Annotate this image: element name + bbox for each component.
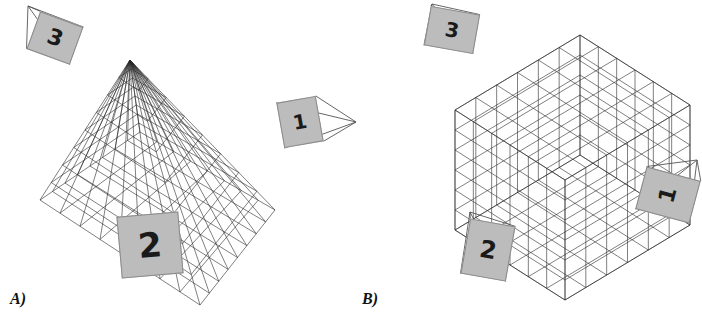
panel-label: B) [362,290,378,308]
wire-line [165,135,203,183]
wire-line [191,191,257,274]
wire-line [455,130,565,200]
wire-line [131,69,148,79]
wire-line [455,95,580,170]
wire-line [697,160,701,181]
wire-line [74,105,137,148]
wire-line [538,60,648,130]
camera-plate: 3 [27,11,84,64]
wire-line [455,75,580,150]
camera-number: 2 [137,227,164,263]
camera-plate: 2 [460,218,515,281]
camera-number: 3 [44,25,66,51]
wire-line [53,192,210,294]
wire-line [40,200,200,305]
wire-line [565,105,690,180]
wire-line [128,141,266,222]
wire-line [598,47,599,167]
wire-line [85,96,135,130]
panel-label: A) [10,290,26,308]
wire-line [85,130,165,183]
wire-line [134,87,185,116]
wire-line [135,96,203,135]
camera-plate: 3 [424,6,480,54]
wire-line [119,78,139,91]
wire-line [455,150,565,220]
wire-line [139,79,148,91]
wire-line [156,116,184,152]
wire-line [316,96,356,122]
wire-line [138,114,239,173]
wire-line [183,173,239,244]
wire-line [130,60,258,200]
wire-line [455,55,580,130]
wire-line [492,58,617,133]
wire-line [559,48,669,118]
camera-number: 1 [291,111,308,133]
wire-line [616,58,617,178]
camera-number: 2 [478,237,499,264]
wire-line [63,114,138,165]
wire-line [538,180,648,250]
wire-line [136,105,220,154]
wire-line [51,123,139,183]
camera-plate: 2 [116,211,183,278]
camera-number: 1 [655,185,680,205]
wire-line [130,60,275,210]
wire-line [538,60,539,180]
wire-line [108,78,133,95]
wire-line [139,123,257,191]
wire-line [119,69,132,78]
wire-line [510,70,635,145]
wire-line [148,98,167,122]
wire-line [635,70,636,190]
wire-line [96,87,134,113]
wire-line [130,60,208,171]
wire-line [510,190,635,265]
camera-plate: 1 [635,167,700,224]
wire-line [647,160,697,167]
wire-line [580,35,690,105]
wire-line [133,78,167,98]
wire-line [580,75,690,145]
camera-number: 3 [443,19,460,41]
wire-line [580,35,581,155]
wire-line [580,55,690,125]
wire-line [473,47,598,122]
wire-line [580,35,690,105]
wire-line [559,48,560,168]
camera-plate: 1 [276,96,323,148]
